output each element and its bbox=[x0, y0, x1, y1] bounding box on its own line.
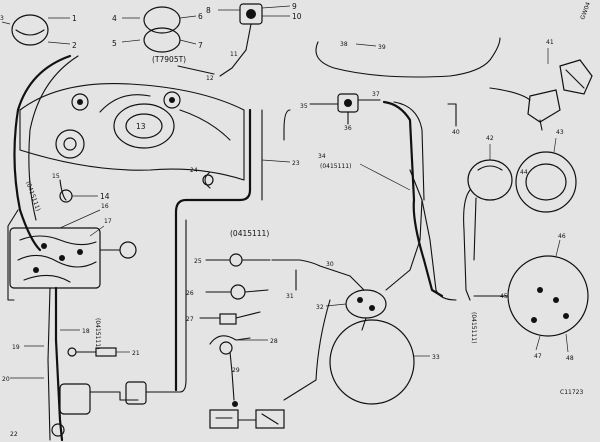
center-loom: 23 24 (0415111) bbox=[174, 108, 300, 392]
callout-20: 20 bbox=[2, 376, 10, 383]
callout-13: 13 bbox=[136, 122, 146, 131]
center-gauge-group: 4 5 6 7 bbox=[112, 6, 203, 53]
callout-23: 23 bbox=[292, 160, 300, 167]
callout-14: 14 bbox=[100, 192, 110, 201]
callout-15: 15 bbox=[52, 173, 60, 180]
callout-34: 34 bbox=[318, 153, 326, 160]
callout-45: 45 bbox=[500, 293, 508, 300]
callout-36: 36 bbox=[344, 125, 352, 132]
right-serial-label: (0415111) bbox=[320, 163, 351, 170]
top-serial-label: (T7905T) bbox=[152, 55, 186, 64]
harness-serial-b: (0415111) bbox=[470, 312, 477, 343]
callout-41: 41 bbox=[546, 39, 554, 46]
callout-1: 1 bbox=[72, 14, 77, 23]
harness-serial-a: (0415111) bbox=[94, 318, 101, 349]
callout-24: 24 bbox=[190, 167, 198, 174]
callout-22: 22 bbox=[10, 431, 18, 438]
callout-6: 6 bbox=[198, 12, 203, 21]
callout-39: 39 bbox=[378, 44, 386, 51]
top-switch-group: 8 9 10 (T7905T) 11 12 bbox=[152, 2, 302, 82]
callout-28: 28 bbox=[270, 338, 278, 345]
callout-37: 37 bbox=[372, 91, 380, 98]
callout-43: 43 bbox=[556, 129, 564, 136]
callout-11: 11 bbox=[230, 51, 238, 58]
gauge-circle bbox=[11, 14, 49, 46]
callout-7: 7 bbox=[198, 41, 203, 50]
part-code: C11723 bbox=[560, 389, 583, 396]
callout-40: 40 bbox=[452, 129, 460, 136]
callout-3: 3 bbox=[0, 15, 4, 22]
callout-12: 12 bbox=[206, 75, 214, 82]
left-harness: (0415111) 16 17 18 19 20 (0415111) 21 bbox=[2, 54, 187, 442]
callout-18: 18 bbox=[82, 328, 90, 335]
callout-5: 5 bbox=[112, 39, 117, 48]
callout-35: 35 bbox=[300, 103, 308, 110]
callout-10: 10 bbox=[292, 12, 302, 21]
callout-44: 44 bbox=[520, 169, 528, 176]
callout-21: 21 bbox=[132, 350, 140, 357]
callout-32: 32 bbox=[316, 304, 324, 311]
callout-42: 42 bbox=[486, 135, 494, 142]
mid-serial-label: (0415111) bbox=[230, 229, 269, 238]
callout-16: 16 bbox=[101, 203, 109, 210]
callout-9: 9 bbox=[292, 2, 297, 11]
callout-25: 25 bbox=[194, 258, 202, 265]
ring-component bbox=[329, 319, 415, 405]
callout-48: 48 bbox=[566, 355, 574, 362]
callout-27: 27 bbox=[186, 316, 194, 323]
mid-components: 25 26 27 28 29 bbox=[186, 253, 285, 429]
left-gauge-group: 1 2 3 bbox=[0, 14, 77, 50]
callout-8: 8 bbox=[206, 6, 211, 15]
callout-17: 17 bbox=[104, 218, 112, 225]
callout-47: 47 bbox=[534, 353, 542, 360]
callout-26: 26 bbox=[186, 290, 194, 297]
callout-4: 4 bbox=[112, 14, 117, 23]
ring-starter: 30 31 32 33 34 (0415111) bbox=[271, 153, 457, 405]
callout-30: 30 bbox=[326, 261, 334, 268]
instrument-panel: 13 14 15 bbox=[19, 83, 245, 203]
lower-right-gauge: 45 46 47 48 C11723 bbox=[473, 233, 589, 396]
callout-38: 38 bbox=[340, 41, 348, 48]
callout-33: 33 bbox=[432, 354, 440, 361]
callout-31: 31 bbox=[286, 293, 294, 300]
callout-19: 19 bbox=[12, 344, 20, 351]
top-right-lamp: 41 GW04 bbox=[489, 1, 593, 131]
callout-46: 46 bbox=[558, 233, 566, 240]
corner-code: GW04 bbox=[579, 1, 592, 21]
callout-2: 2 bbox=[72, 41, 77, 50]
callout-29: 29 bbox=[232, 367, 240, 374]
top-right-connector: 35 36 37 38 39 40 bbox=[300, 37, 501, 298]
right-round-components: 42 43 44 (0415111) bbox=[463, 129, 577, 343]
